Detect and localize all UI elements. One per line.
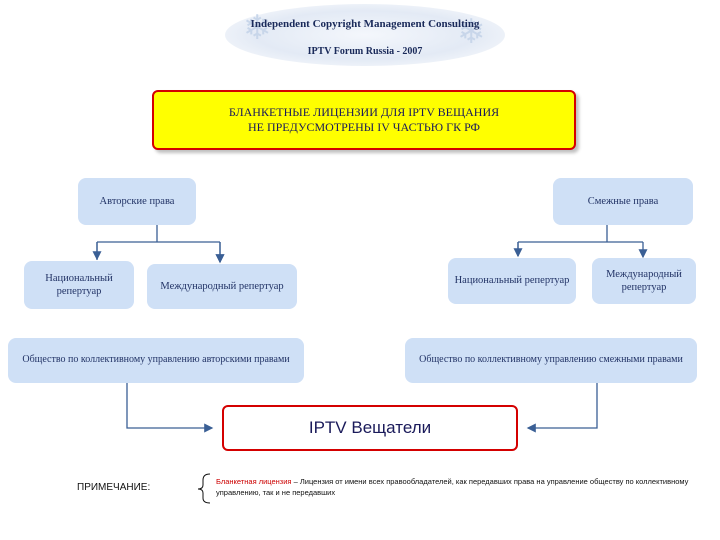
- note-text: Бланкетная лицензия – Лицензия от имени …: [216, 477, 696, 498]
- related-society-box: Общество по коллективному управлению сме…: [405, 338, 697, 383]
- note-term: Бланкетная лицензия: [216, 477, 292, 486]
- connector-right-to-iptv: [526, 383, 598, 433]
- note-brace: [197, 473, 211, 504]
- iptv-broadcasters-box: IPTV Вещатели: [222, 405, 518, 451]
- author-society-box: Общество по коллективному управлению авт…: [8, 338, 304, 383]
- header-title: Independent Copyright Management Consult…: [250, 18, 480, 30]
- right-national-repertoire-box: Национальный репертуар: [448, 258, 576, 304]
- note-label: ПРИМЕЧАНИЕ:: [77, 482, 151, 493]
- note-definition: – Лицензия от имени всех правообладателе…: [216, 477, 689, 497]
- snowflake-icon: ❄: [457, 14, 486, 51]
- title-box: БЛАНКЕТНЫЕ ЛИЦЕНЗИИ ДЛЯ IPTV ВЕЩАНИЯ НЕ …: [152, 90, 576, 150]
- snowflake-icon: ❄: [243, 10, 272, 47]
- right-international-repertoire-box: Международный репертуар: [592, 258, 696, 304]
- title-line-1: БЛАНКЕТНЫЕ ЛИЦЕНЗИИ ДЛЯ IPTV ВЕЩАНИЯ: [228, 105, 500, 119]
- connector-left-to-iptv: [126, 383, 214, 433]
- connector-right-branch: [517, 225, 643, 256]
- left-international-repertoire-box: Международный репертуар: [147, 264, 297, 309]
- title-line-2: НЕ ПРЕДУСМОТРЕНЫ IV ЧАСТЬЮ ГК РФ: [247, 120, 481, 134]
- left-national-repertoire-box: Национальный репертуар: [24, 261, 134, 309]
- author-rights-box: Авторские права: [78, 178, 196, 225]
- connector-left-branch: [96, 225, 220, 262]
- header-banner: ❄ ❄ Independent Copyright Management Con…: [225, 4, 505, 66]
- header-subtitle: IPTV Forum Russia - 2007: [307, 46, 423, 57]
- related-rights-box: Смежные права: [553, 178, 693, 225]
